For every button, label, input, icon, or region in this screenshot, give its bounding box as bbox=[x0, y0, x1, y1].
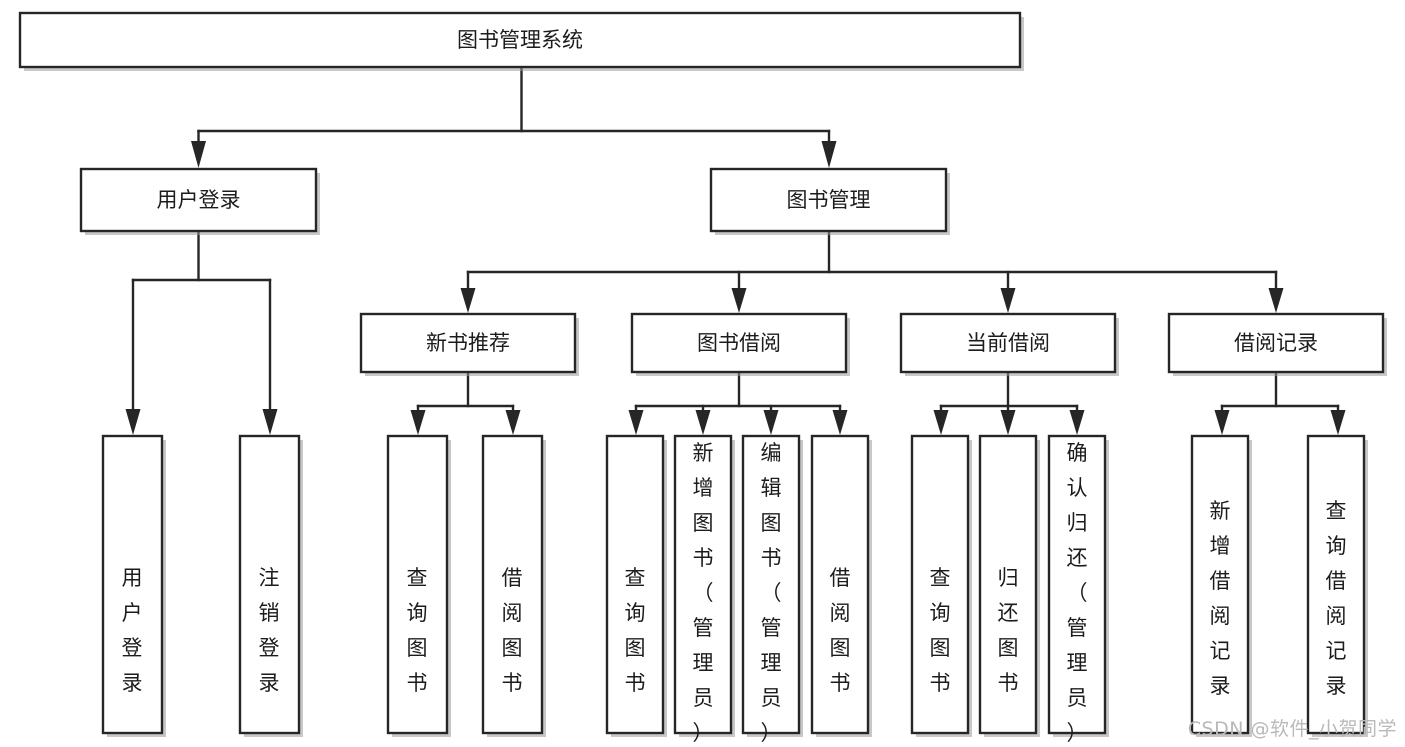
leaf-current-borrow-2[interactable]: 归还图书 bbox=[978, 434, 1040, 737]
leaf-label: 归还图书 bbox=[998, 566, 1019, 695]
current-borrow-box bbox=[899, 312, 1117, 374]
arrow-bookborrow-leaf-4 bbox=[832, 410, 848, 435]
leaf-label: 新增图书（管理员） bbox=[693, 441, 714, 745]
book-management-label: 图书管理 bbox=[787, 188, 871, 212]
leaf-current-borrow-3[interactable]: 确认归还（管理员） bbox=[1047, 434, 1109, 745]
root-box bbox=[18, 11, 1022, 69]
arrow-currentborrow-leaf-1 bbox=[933, 410, 949, 435]
arrow-login-leaf-2 bbox=[262, 409, 278, 435]
node-borrow-record[interactable]: 借阅记录 bbox=[1167, 312, 1387, 376]
new-book-recommend-label: 新书推荐 bbox=[426, 331, 510, 355]
leaf-box bbox=[101, 434, 164, 735]
leaf-label: 编辑图书（管理员） bbox=[761, 441, 782, 745]
arrow-currentborrow-leaf-2 bbox=[1000, 410, 1016, 435]
borrow-record-box bbox=[1167, 312, 1385, 374]
book-borrow-box bbox=[630, 312, 848, 374]
leaf-box bbox=[741, 434, 801, 735]
arrow-to-book-management bbox=[821, 141, 837, 168]
arrow-bookborrow-leaf-1 bbox=[628, 410, 644, 435]
leaf-box bbox=[1047, 434, 1107, 735]
leaf-new-book-recommend-1[interactable]: 查询图书 bbox=[386, 434, 451, 737]
book-borrow-label: 图书借阅 bbox=[697, 331, 781, 355]
leaf-user-login-2[interactable]: 注销登录 bbox=[238, 434, 303, 737]
leaf-label: 新增借阅记录 bbox=[1210, 499, 1231, 698]
leaf-box bbox=[238, 434, 301, 735]
leaf-user-login-1[interactable]: 用户登录 bbox=[101, 434, 166, 737]
leaf-book-borrow-2[interactable]: 新增图书（管理员） bbox=[673, 434, 735, 745]
node-new-book-recommend[interactable]: 新书推荐 bbox=[359, 312, 579, 376]
leaf-box bbox=[978, 434, 1038, 735]
leaf-box bbox=[810, 434, 870, 735]
borrow-record-label: 借阅记录 bbox=[1234, 331, 1318, 355]
user-login-label: 用户登录 bbox=[157, 188, 241, 212]
csdn-watermark: CSDN @软件_小贺同学 bbox=[1187, 718, 1397, 740]
leaf-book-borrow-1[interactable]: 查询图书 bbox=[605, 434, 667, 737]
arrow-currentborrow-leaf-3 bbox=[1069, 410, 1085, 435]
node-book-borrow[interactable]: 图书借阅 bbox=[630, 312, 850, 376]
arrow-bookborrow-leaf-2 bbox=[695, 410, 711, 435]
leaf-book-borrow-3[interactable]: 编辑图书（管理员） bbox=[741, 434, 803, 745]
leaf-label: 借阅图书 bbox=[830, 566, 851, 695]
leaf-label: 借阅图书 bbox=[502, 566, 523, 695]
leaf-label: 确认归还（管理员） bbox=[1067, 441, 1088, 745]
leaf-borrow-record-2[interactable]: 查询借阅记录 bbox=[1306, 434, 1368, 737]
arrow-bookborrow-leaf-3 bbox=[763, 410, 779, 435]
current-borrow-label: 当前借阅 bbox=[966, 331, 1050, 355]
arrow-to-user-login bbox=[191, 141, 206, 168]
book-management-box bbox=[709, 167, 948, 233]
arrow-to-new-book bbox=[460, 288, 476, 313]
leaf-new-book-recommend-2[interactable]: 借阅图书 bbox=[481, 434, 546, 737]
leaf-current-borrow-1[interactable]: 查询图书 bbox=[910, 434, 972, 737]
leaf-box bbox=[673, 434, 733, 735]
leaf-book-borrow-4[interactable]: 借阅图书 bbox=[810, 434, 872, 737]
arrow-borrowrecord-leaf-2 bbox=[1330, 410, 1346, 435]
arrow-to-borrow-record bbox=[1268, 288, 1284, 313]
arrow-borrowrecord-leaf-1 bbox=[1214, 410, 1230, 435]
node-root-system[interactable]: 图书管理系统 bbox=[18, 11, 1024, 71]
leaf-label: 查询图书 bbox=[625, 566, 646, 695]
leaf-label: 查询借阅记录 bbox=[1326, 499, 1347, 698]
node-user-login[interactable]: 用户登录 bbox=[79, 167, 320, 235]
leaf-box bbox=[605, 434, 665, 735]
leaf-label: 查询图书 bbox=[407, 566, 428, 695]
arrow-to-book-borrow bbox=[731, 288, 747, 313]
leaf-box bbox=[1306, 434, 1366, 735]
edge-group bbox=[125, 65, 1346, 435]
leaf-box bbox=[481, 434, 544, 735]
leaf-label: 查询图书 bbox=[930, 566, 951, 695]
leaf-borrow-record-1[interactable]: 新增借阅记录 bbox=[1190, 434, 1252, 737]
node-current-borrow[interactable]: 当前借阅 bbox=[899, 312, 1119, 376]
node-book-management[interactable]: 图书管理 bbox=[709, 167, 950, 235]
arrow-newbook-leaf-1 bbox=[410, 410, 426, 435]
arrow-login-leaf-1 bbox=[125, 409, 141, 435]
leaf-label: 用户登录 bbox=[122, 566, 143, 695]
leaf-box bbox=[910, 434, 970, 735]
root-label: 图书管理系统 bbox=[457, 28, 583, 52]
leaf-box bbox=[386, 434, 449, 735]
leaf-label: 注销登录 bbox=[259, 566, 280, 695]
arrow-to-current-borrow bbox=[1000, 288, 1016, 313]
user-login-box bbox=[79, 167, 318, 233]
arrow-newbook-leaf-2 bbox=[505, 410, 521, 435]
new-book-recommend-box bbox=[359, 312, 577, 374]
leaf-box bbox=[1190, 434, 1250, 735]
